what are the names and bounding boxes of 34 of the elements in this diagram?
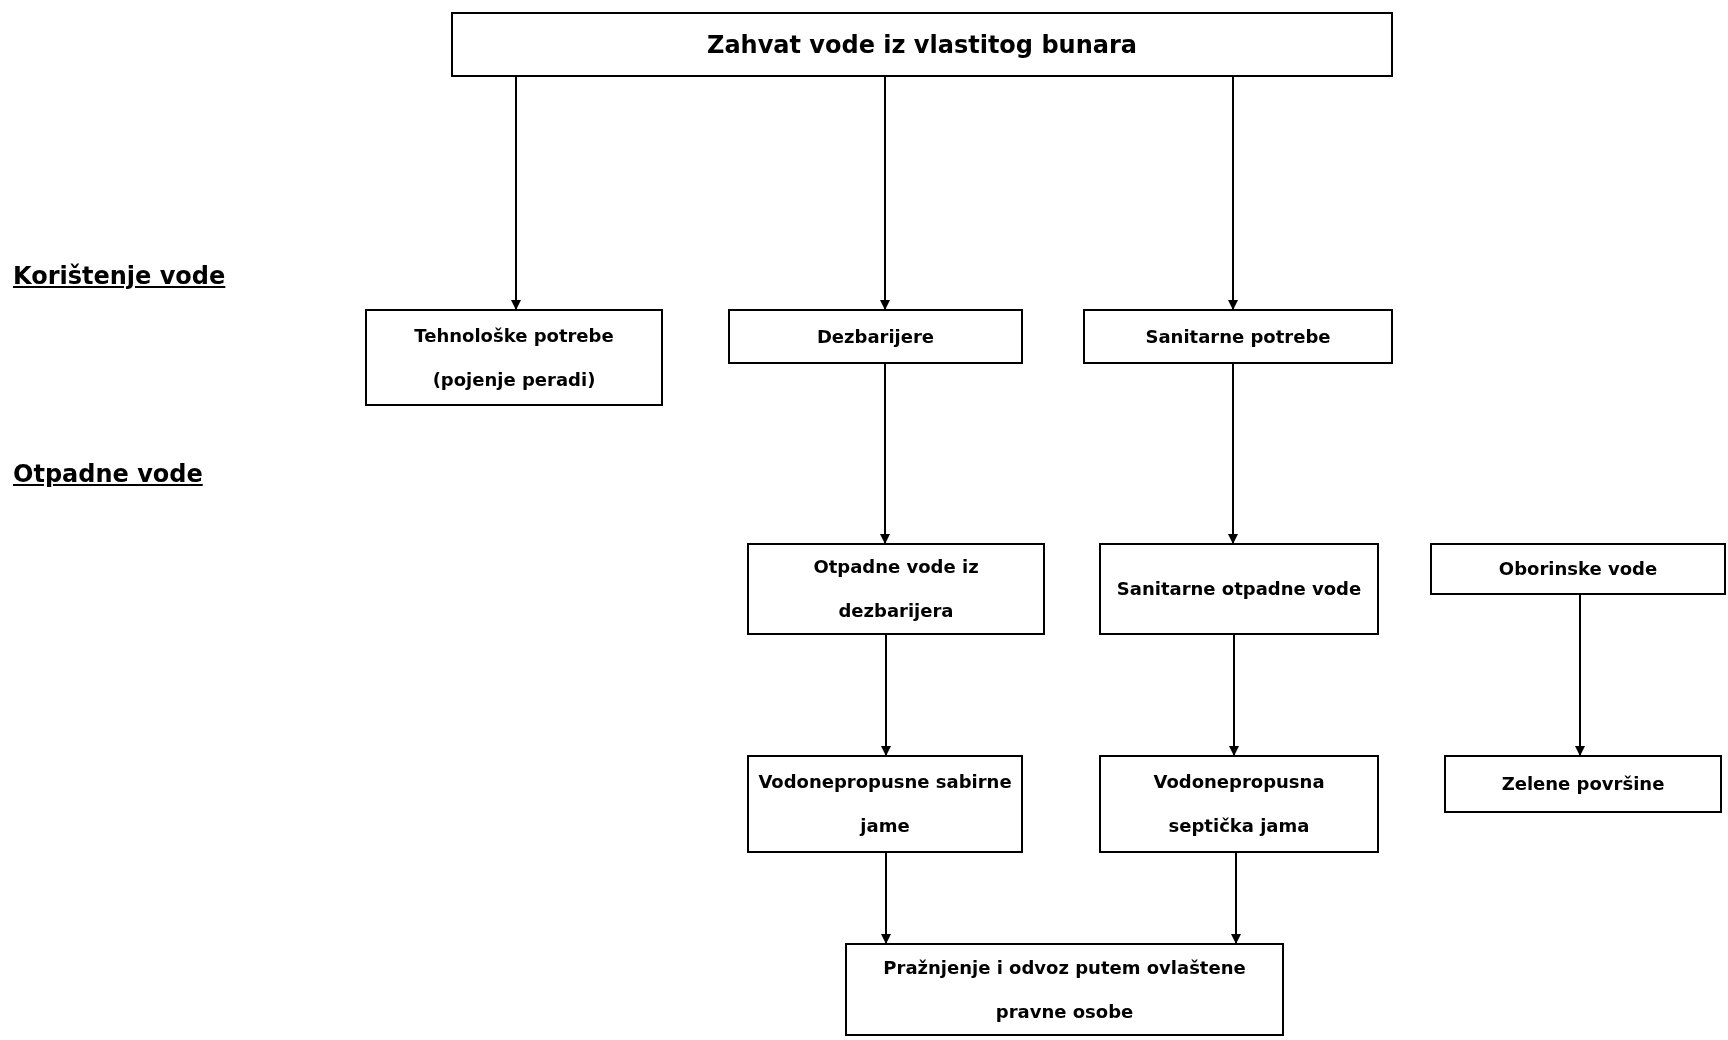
box-text: Oborinske vode — [1498, 557, 1658, 581]
box-text: Sanitarne potrebe — [1145, 324, 1331, 349]
box-text: Dezbarijere — [816, 324, 935, 349]
process-box — [747, 543, 1045, 635]
arrow — [880, 76, 890, 310]
arrow — [1228, 76, 1238, 310]
arrow — [880, 363, 890, 544]
process-box — [1099, 543, 1379, 635]
arrow — [511, 76, 521, 310]
process-box — [1083, 309, 1393, 364]
process-box — [451, 12, 1393, 77]
process-box — [747, 755, 1023, 853]
box-text: Zahvat vode iz vlastitog bunara — [707, 29, 1137, 60]
box-text: Otpadne vode iz dezbarijera — [812, 555, 980, 623]
process-box — [365, 309, 663, 406]
section-heading: Otpadne vode — [13, 459, 203, 490]
process-box — [1099, 755, 1379, 853]
arrow — [881, 634, 891, 756]
process-box — [1444, 755, 1722, 813]
arrow — [1228, 363, 1238, 544]
box-text: Pražnjenje i odvoz putem ovlaštene pravne osobe — [882, 955, 1247, 1024]
arrow — [881, 852, 891, 944]
box-text: Vodonepropusna septička jama — [1152, 770, 1326, 838]
arrow — [1575, 594, 1585, 756]
process-box — [1430, 543, 1726, 595]
box-text: Tehnološke potrebe (pojenje peradi) — [413, 323, 615, 392]
process-box — [845, 943, 1284, 1036]
arrow — [1231, 852, 1241, 944]
box-text: Zelene površine — [1501, 772, 1665, 796]
process-box — [728, 309, 1023, 364]
arrow — [1229, 634, 1239, 756]
box-text: Sanitarne otpadne vode — [1116, 577, 1362, 601]
box-text: Vodonepropusne sabirne jame — [757, 770, 1013, 838]
section-heading: Korištenje vode — [13, 261, 226, 292]
